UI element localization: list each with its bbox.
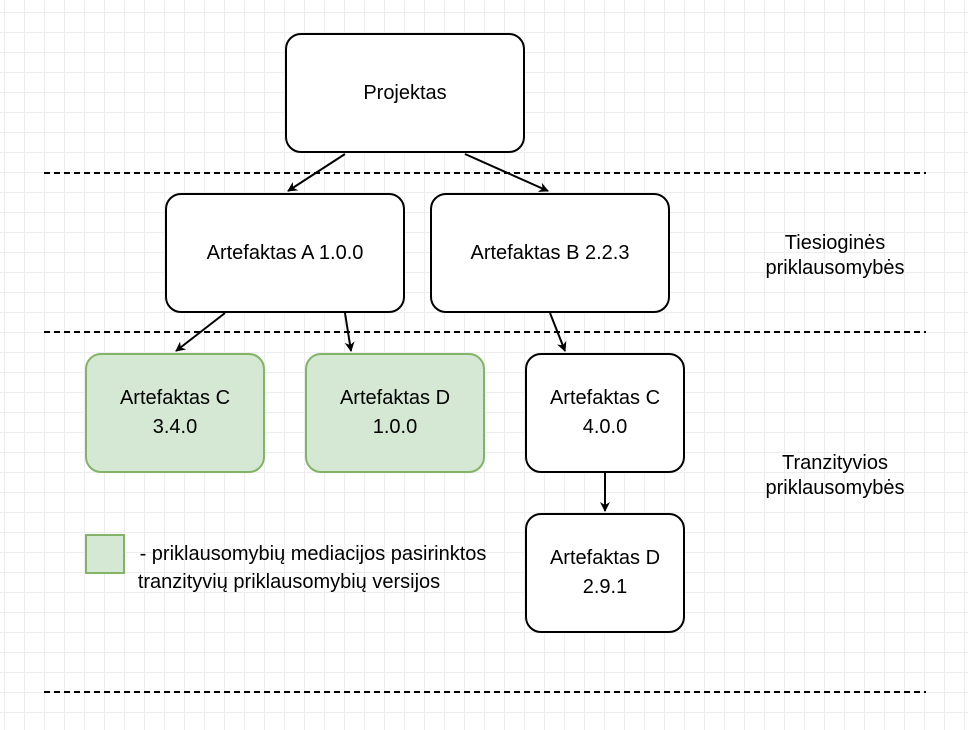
legend-description: - priklausomybių mediacijos pasirinktos … <box>137 543 487 593</box>
arrow-b-to-c400 <box>549 312 567 352</box>
node-artefaktas-c-3-4-0[interactable]: Artefaktas C 3.4.0 <box>85 353 265 473</box>
label-direct-dependencies: Tiesioginės priklausomybės <box>765 232 905 279</box>
node-artefaktas-c-4-0-0[interactable]: Artefaktas C 4.0.0 <box>525 353 685 473</box>
node-artefaktas-d-1-0-0[interactable]: Artefaktas D 1.0.0 <box>305 353 485 473</box>
node-artefaktas-b-label: Artefaktas B 2.2.3 <box>470 241 630 264</box>
arrow-projektas-to-b <box>464 153 549 192</box>
label-transitive-dependencies: Tranzityvios priklausomybės <box>765 452 905 499</box>
node-artefaktas-a-label: Artefaktas A 1.0.0 <box>206 241 364 264</box>
node-projektas[interactable]: Projektas <box>285 33 525 153</box>
arrow-a-to-d100 <box>344 312 355 352</box>
node-artefaktas-d-291-label: Artefaktas D 2.9.1 <box>549 547 661 598</box>
node-artefaktas-c-340-label: Artefaktas C 3.4.0 <box>119 387 231 438</box>
node-artefaktas-b-2-2-3[interactable]: Artefaktas B 2.2.3 <box>430 193 670 313</box>
node-artefaktas-c-400-label: Artefaktas C 4.0.0 <box>549 387 661 438</box>
legend-color-swatch <box>85 534 125 574</box>
node-projektas-label: Projektas <box>363 81 447 104</box>
arrow-projektas-to-a <box>287 153 346 192</box>
node-artefaktas-d-100-label: Artefaktas D 1.0.0 <box>339 387 451 438</box>
arrow-a-to-c340 <box>175 312 226 352</box>
node-artefaktas-a-1-0-0[interactable]: Artefaktas A 1.0.0 <box>165 193 405 313</box>
node-artefaktas-d-2-9-1[interactable]: Artefaktas D 2.9.1 <box>525 513 685 633</box>
